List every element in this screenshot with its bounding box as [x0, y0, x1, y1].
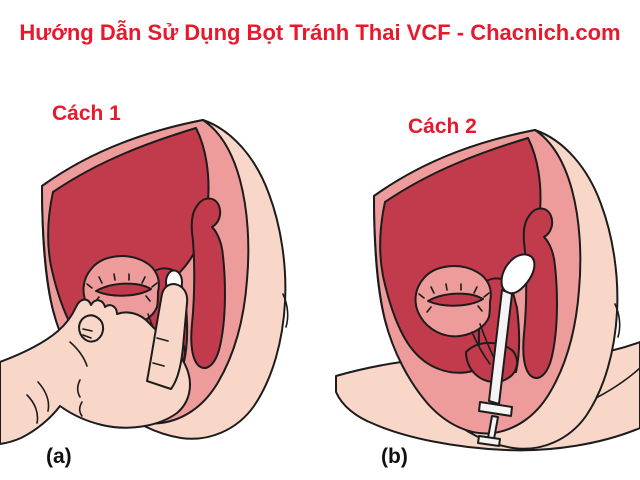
index-finger-shape	[146, 283, 189, 390]
method1-caption: (a)	[46, 445, 72, 468]
applicator-flange	[478, 401, 513, 417]
hand-wrinkle-lines	[26, 328, 169, 424]
applicator-foam-tip	[500, 253, 536, 295]
method1-label: Cách 1	[52, 102, 121, 125]
method2-label: Cách 2	[408, 115, 477, 138]
applicator-plunger-cap	[477, 435, 501, 447]
page-title: Hướng Dẫn Sử Dụng Bọt Tránh Thai VCF - C…	[19, 20, 621, 45]
method2-caption: (b)	[381, 445, 408, 468]
diagrams-canvas	[0, 119, 640, 452]
diagram-method-1	[0, 119, 289, 445]
diagram-method-2	[335, 129, 640, 452]
